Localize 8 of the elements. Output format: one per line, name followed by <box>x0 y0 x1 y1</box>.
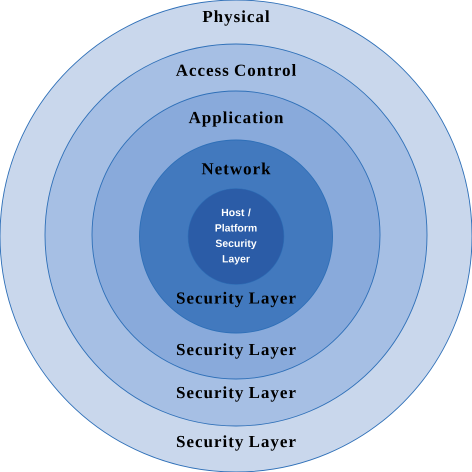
layer-label: Access Control <box>176 64 296 76</box>
layer-label: Network <box>202 162 271 174</box>
layer-label: Security Layer <box>176 292 296 308</box>
layer-label: Security Layer <box>176 435 296 451</box>
layer-label: Security Layer <box>176 343 296 359</box>
layer-label: Security Layer <box>176 386 296 402</box>
layer-label: Physical <box>202 10 270 26</box>
layer-label: Application <box>188 111 284 127</box>
